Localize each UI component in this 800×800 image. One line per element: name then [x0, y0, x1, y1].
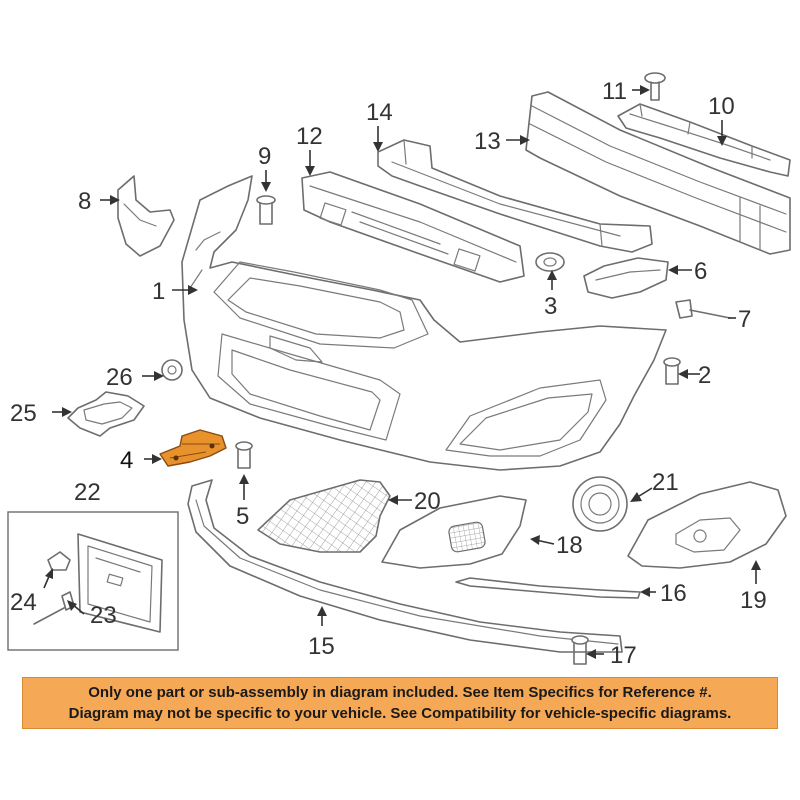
part-21-fog-lamp-bezel [572, 476, 628, 532]
callout-24: 24 [10, 589, 37, 616]
callout-numbers: 1 2 3 4 5 6 7 8 9 10 11 12 13 14 15 16 1… [10, 78, 767, 669]
callout-3: 3 [544, 293, 557, 320]
part-17-bolt [571, 635, 589, 665]
callout-4: 4 [120, 447, 133, 474]
callout-2: 2 [698, 362, 711, 389]
callout-21: 21 [652, 469, 679, 496]
part-19-fog-lamp-trim [627, 481, 787, 569]
part-8-bracket [117, 175, 175, 257]
callout-9: 9 [258, 143, 271, 170]
part-24-push-nut [47, 551, 71, 571]
part-6-bracket [583, 257, 669, 299]
part-16-molding [455, 577, 641, 599]
callout-20: 20 [414, 488, 441, 515]
part-5-fastener [235, 441, 253, 469]
part-4-bracket-highlighted [159, 429, 227, 467]
part-9-fastener [256, 195, 276, 225]
callout-6: 6 [694, 258, 707, 285]
part-23-screw [33, 591, 75, 625]
callout-10: 10 [708, 93, 735, 120]
part-15-lower-valance [187, 479, 623, 653]
callout-13: 13 [474, 128, 501, 155]
callout-14: 14 [366, 99, 393, 126]
part-18-fog-lamp-housing [381, 495, 527, 569]
part-2-bolt [663, 357, 681, 385]
part-11-push-pin [644, 72, 666, 101]
callout-16: 16 [660, 580, 687, 607]
callout-25: 25 [10, 400, 37, 427]
callout-17: 17 [610, 642, 637, 669]
part-22-license-bracket-group [7, 511, 179, 651]
part-13-impact-bar [525, 91, 791, 255]
part-14-energy-absorber [377, 139, 653, 253]
part-1-bumper-cover [181, 175, 667, 471]
callout-8: 8 [78, 188, 91, 215]
part-10-reinforcement [617, 103, 791, 177]
callout-23: 23 [90, 602, 117, 629]
callout-26: 26 [106, 364, 133, 391]
callout-11: 11 [602, 78, 627, 105]
callout-5: 5 [236, 503, 249, 530]
part-12-upper-grille [301, 171, 525, 283]
callout-18: 18 [556, 532, 583, 559]
part-3-grommet [535, 252, 565, 272]
part-7-screw [675, 299, 731, 319]
part-26-nut [161, 359, 183, 381]
callout-7: 7 [738, 306, 751, 333]
callout-19: 19 [740, 587, 767, 614]
callout-15: 15 [308, 633, 335, 660]
callout-1: 1 [152, 278, 165, 305]
disclaimer-line-2: Diagram may not be specific to your vehi… [68, 705, 732, 722]
disclaimer-line-1: Only one part or sub-assembly in diagram… [88, 684, 712, 701]
part-25-emblem [67, 391, 145, 437]
callout-12: 12 [296, 123, 323, 150]
part-20-lower-grille [257, 479, 391, 553]
callout-22: 22 [74, 479, 101, 506]
disclaimer-banner: Only one part or sub-assembly in diagram… [22, 677, 778, 729]
leader-lines [43, 85, 761, 659]
